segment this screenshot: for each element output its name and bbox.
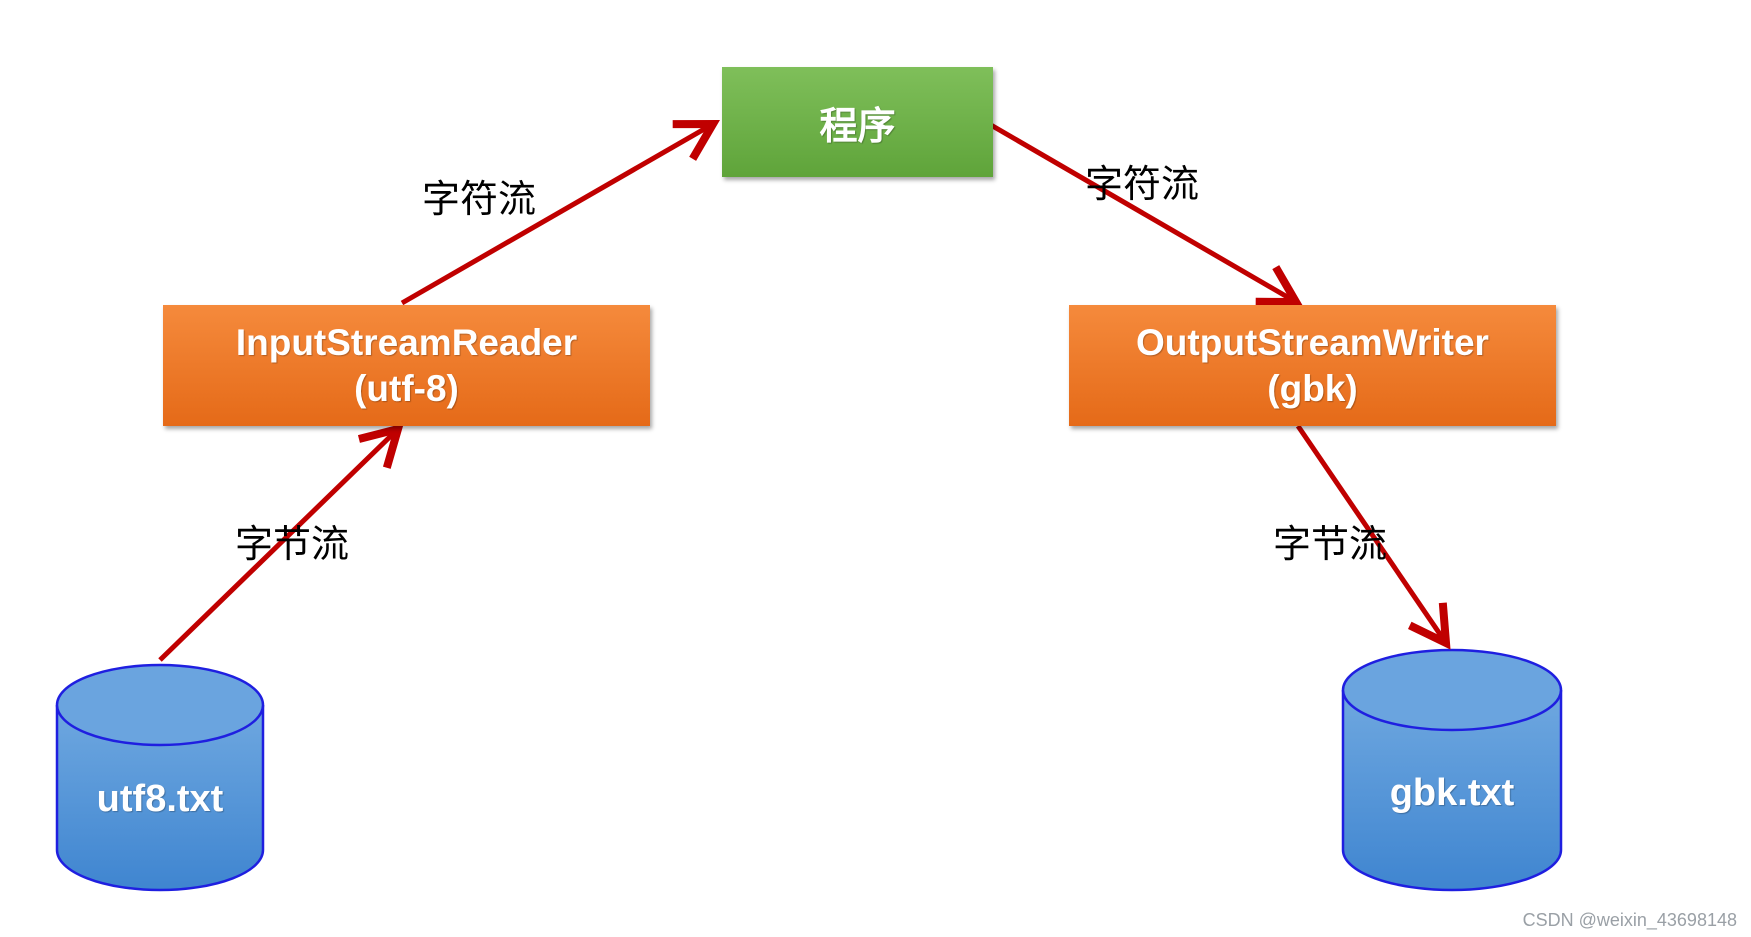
program-label: 程序 <box>819 103 896 148</box>
target-file-label: gbk.txt <box>1389 772 1515 814</box>
writer-name: OutputStreamWriter <box>1136 321 1489 363</box>
arrow-program-to-writer <box>982 118 1303 307</box>
writer-encoding: (gbk) <box>1267 367 1358 409</box>
program-box: 程序 <box>722 67 993 177</box>
input-stream-reader-box: InputStreamReader (utf-8) <box>163 305 650 426</box>
output-stream-writer-box: OutputStreamWriter (gbk) <box>1069 305 1556 426</box>
arrow-writer-to-file <box>1295 424 1451 650</box>
left-byte-stream-label: 字节流 <box>235 522 350 566</box>
right-char-stream-label: 字符流 <box>1085 162 1200 206</box>
reader-encoding: (utf-8) <box>354 367 459 409</box>
arrow-file-to-reader <box>158 423 404 662</box>
reader-name: InputStreamReader <box>235 321 578 363</box>
arrow-reader-to-program <box>400 119 720 306</box>
target-file-cylinder <box>1341 648 1563 892</box>
source-file-label: utf8.txt <box>96 778 224 820</box>
left-char-stream-label: 字符流 <box>422 177 537 221</box>
right-byte-stream-label: 字节流 <box>1273 522 1388 566</box>
source-file-cylinder <box>55 663 265 892</box>
watermark: CSDN @weixin_43698148 <box>1522 910 1737 930</box>
